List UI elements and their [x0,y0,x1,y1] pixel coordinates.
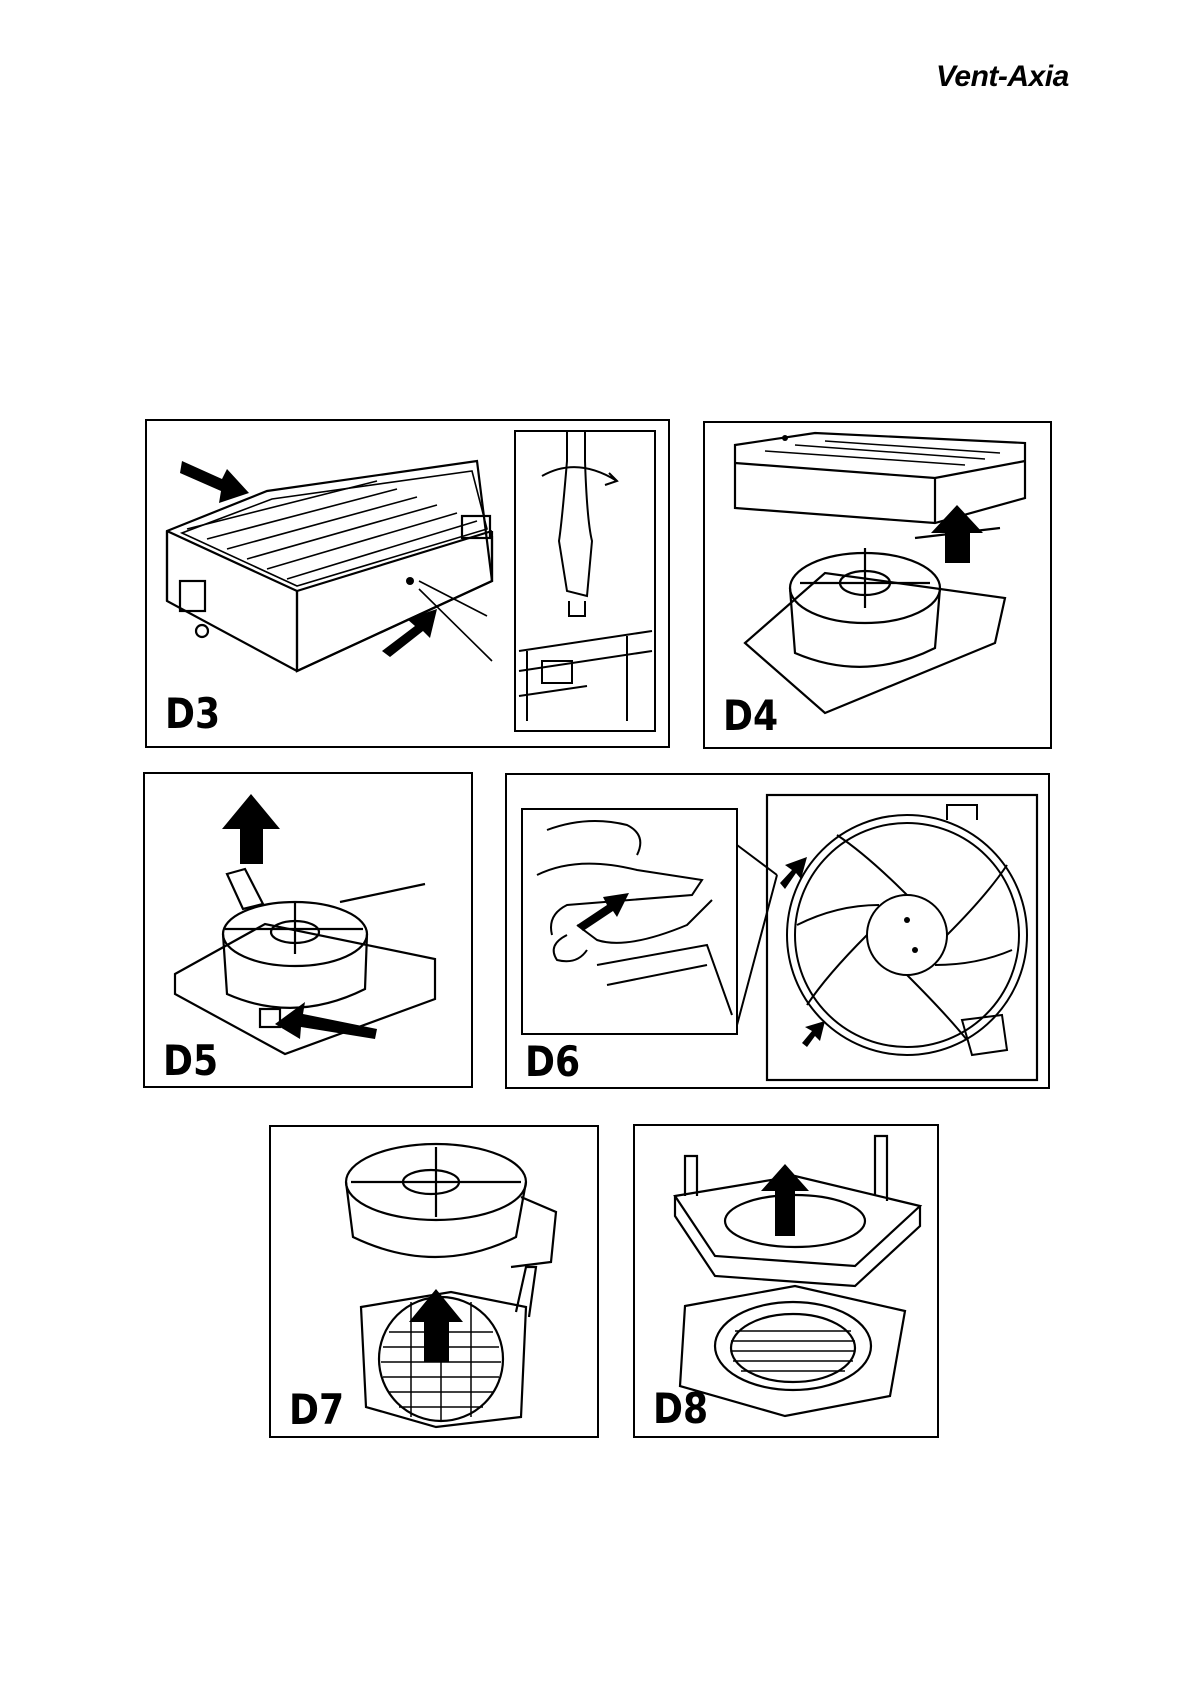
panel-label-d7: D7 [289,1389,344,1431]
cover-screw-illustration [147,421,670,748]
panel-label-d8: D8 [653,1388,708,1430]
panel-label-d5: D5 [163,1040,218,1082]
panel-d5: D5 [143,772,473,1088]
panel-label-d4: D4 [723,695,778,737]
panel-d6: D6 [505,773,1050,1089]
panel-d7: D7 [269,1125,599,1438]
panel-d4: D4 [703,421,1052,749]
panel-d8: D8 [633,1124,939,1438]
fan-impeller-illustration [507,775,1050,1089]
vent-axia-logo: Vent-Axia [936,60,1069,94]
panel-label-d3: D3 [165,693,220,735]
panel-label-d6: D6 [525,1041,580,1083]
panel-d3: D3 [145,419,670,748]
logo-text: Vent-Axia [936,60,1069,93]
